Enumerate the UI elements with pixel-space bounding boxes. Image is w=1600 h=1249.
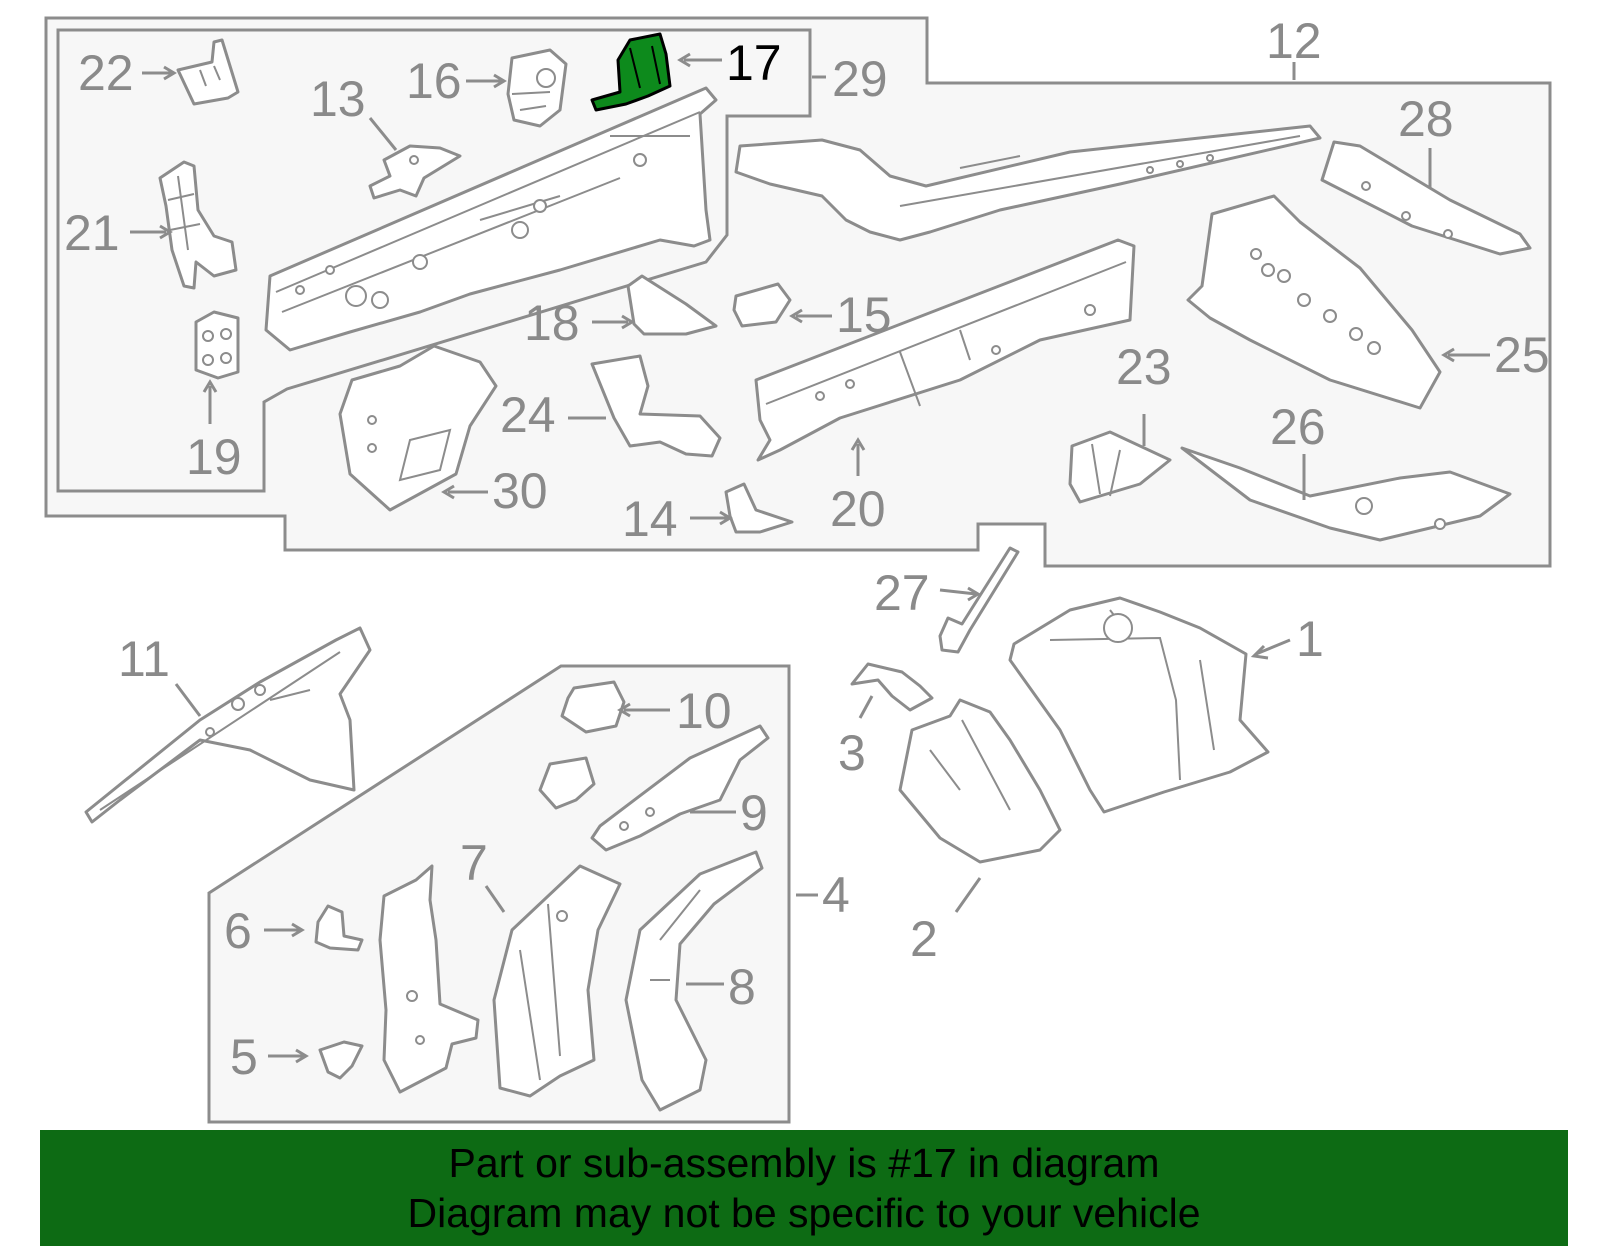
callout-25: 25 — [1494, 327, 1550, 383]
callout-5: 5 — [230, 1029, 258, 1085]
part-6 — [314, 904, 364, 952]
part-21 — [158, 160, 238, 290]
callout-18: 18 — [524, 295, 580, 351]
part-24 — [590, 354, 722, 458]
part-8 — [624, 850, 764, 1112]
part-16 — [506, 48, 568, 128]
bracket-part — [538, 756, 596, 810]
callout-29: 29 — [832, 51, 888, 107]
part-4-pillar-left — [378, 864, 480, 1094]
callout-27: 27 — [874, 565, 930, 621]
callout-21: 21 — [64, 205, 120, 261]
callout-30: 30 — [492, 463, 548, 519]
part-28 — [1320, 140, 1532, 256]
callout-7: 7 — [460, 835, 488, 891]
callout-16: 16 — [406, 53, 462, 109]
part-27 — [938, 546, 1020, 654]
callout-6: 6 — [224, 903, 252, 959]
part-3 — [850, 662, 934, 712]
callout-1: 1 — [1296, 611, 1324, 667]
info-banner: Part or sub-assembly is #17 in diagram D… — [40, 1130, 1568, 1246]
callout-2: 2 — [910, 911, 938, 967]
part-1 — [1008, 596, 1270, 814]
callout-17: 17 — [726, 35, 782, 91]
part-25 — [1186, 194, 1442, 410]
part-10 — [560, 680, 626, 734]
part-7 — [492, 864, 622, 1098]
callout-10: 10 — [676, 683, 732, 739]
callout-14: 14 — [622, 491, 678, 547]
callout-23: 23 — [1116, 339, 1172, 395]
part-26 — [1180, 446, 1512, 542]
part-15 — [732, 282, 792, 328]
callout-19: 19 — [186, 429, 242, 485]
parts-diagram: 22 16 17 29 12 13 28 21 18 15 25 23 24 2… — [44, 13, 1552, 1124]
part-13 — [368, 144, 462, 200]
part-2 — [898, 698, 1062, 864]
part-12-rail — [734, 124, 1322, 242]
leader-lines — [130, 52, 1490, 1064]
part-19 — [194, 310, 240, 380]
callout-15: 15 — [836, 287, 892, 343]
part-9 — [590, 724, 770, 852]
callout-20: 20 — [830, 481, 886, 537]
callout-24: 24 — [500, 387, 556, 443]
callout-8: 8 — [728, 959, 756, 1015]
callout-3: 3 — [838, 725, 866, 781]
callout-13: 13 — [310, 71, 366, 127]
part-22 — [176, 38, 240, 106]
part-30 — [338, 344, 498, 512]
part-17 — [590, 32, 672, 112]
callout-28: 28 — [1398, 91, 1454, 147]
part-29-rail — [264, 86, 718, 352]
callout-12: 12 — [1266, 13, 1322, 69]
part-23 — [1068, 430, 1172, 504]
callout-22: 22 — [78, 45, 134, 101]
banner-line-1: Part or sub-assembly is #17 in diagram — [448, 1140, 1160, 1186]
banner-line-2: Diagram may not be specific to your vehi… — [407, 1190, 1201, 1236]
part-5 — [318, 1040, 364, 1080]
callout-26: 26 — [1270, 399, 1326, 455]
callout-9: 9 — [740, 785, 768, 841]
part-20 — [754, 238, 1136, 462]
callout-4: 4 — [822, 867, 850, 923]
callout-11: 11 — [118, 631, 170, 687]
part-11 — [84, 626, 372, 824]
part-18 — [626, 274, 718, 336]
